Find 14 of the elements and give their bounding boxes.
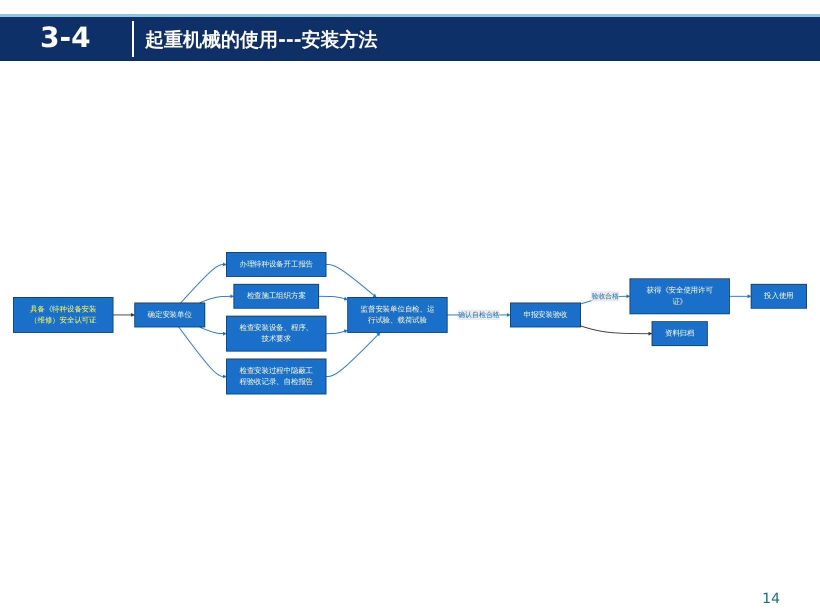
arrow <box>198 294 234 304</box>
page-number: 14 <box>762 591 780 607</box>
slide-title: 起重机械的使用---安装方法 <box>145 28 378 53</box>
arrow <box>318 296 348 301</box>
arrow <box>580 326 652 336</box>
arrow <box>326 332 380 378</box>
arrow <box>112 313 135 318</box>
arrow <box>326 330 348 334</box>
section-number: 3-4 <box>40 21 91 54</box>
arrow <box>180 262 227 304</box>
arrow <box>326 264 377 298</box>
arrow <box>729 294 752 298</box>
arrow <box>198 326 227 336</box>
arrow <box>178 326 227 379</box>
